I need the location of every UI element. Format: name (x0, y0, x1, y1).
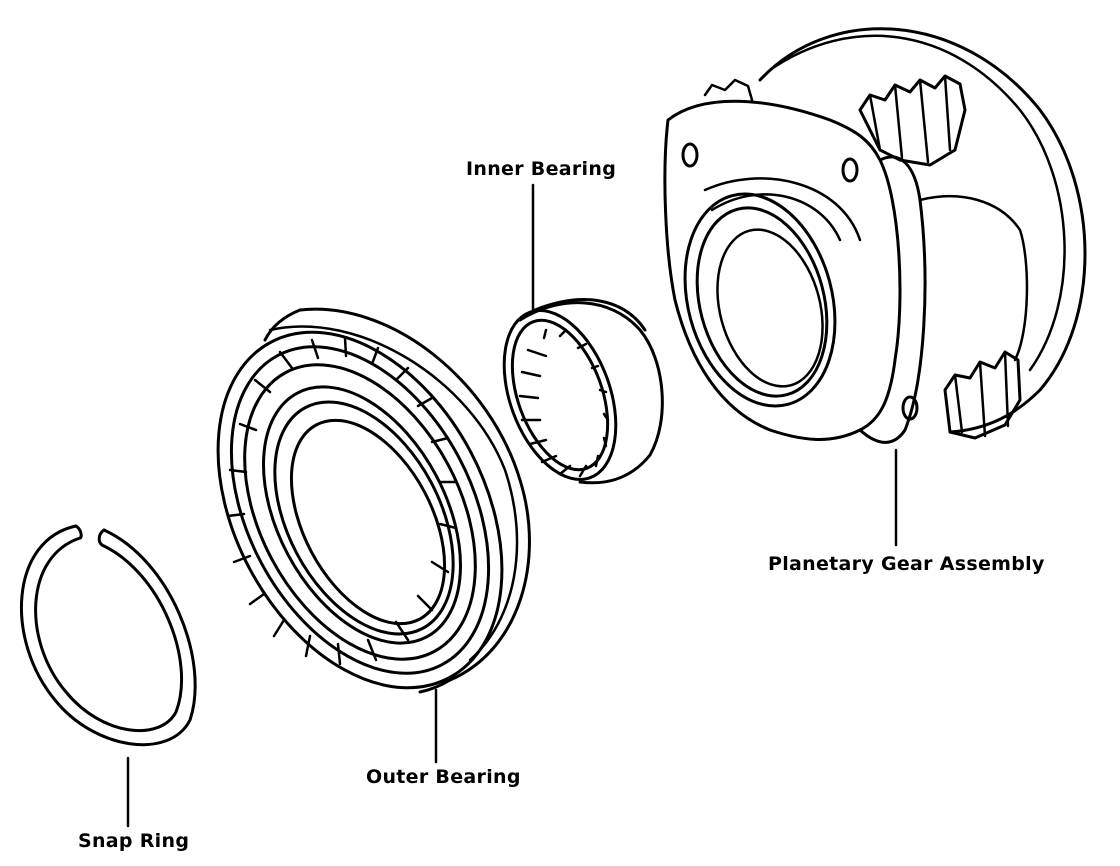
snap-ring-drawing (19, 524, 197, 747)
planetary-gear-assembly-drawing (663, 27, 1087, 444)
inner-bearing-label: Inner Bearing (466, 158, 617, 180)
leader-lines (126, 183, 898, 828)
outer-bearing-label: Outer Bearing (366, 766, 521, 788)
inner-bearing-drawing (502, 298, 664, 485)
planetary-gear-assembly-label: Planetary Gear Assembly (768, 553, 1045, 575)
outer-bearing-drawing (216, 307, 531, 694)
snap-ring-label: Snap Ring (78, 830, 190, 852)
